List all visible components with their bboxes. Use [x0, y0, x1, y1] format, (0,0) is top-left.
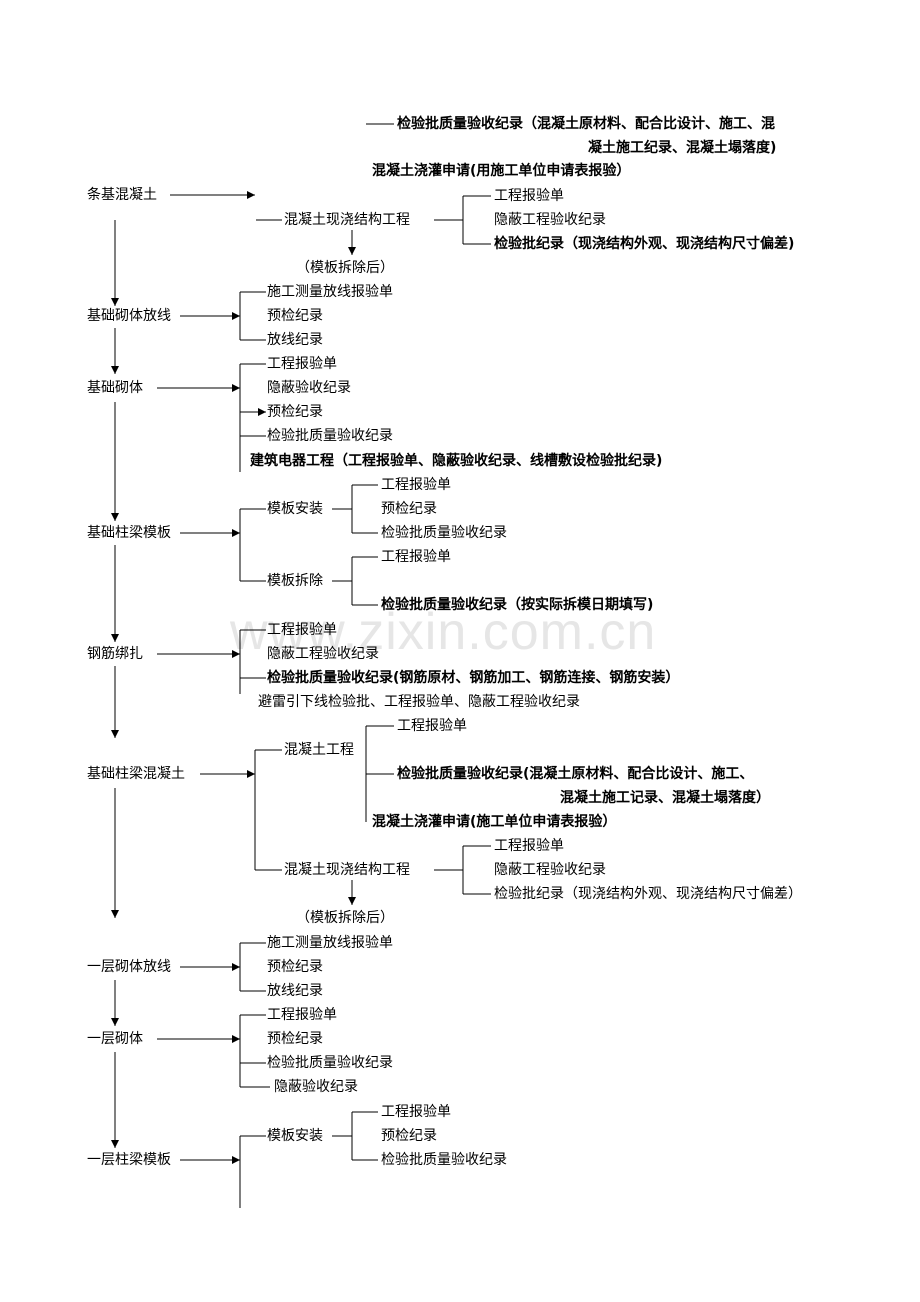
- label-a6: 隐蔽工程验收纪录: [494, 212, 606, 228]
- label-c1: 工程报验单: [267, 356, 337, 372]
- label-e4: 避雷引下线检验批、工程报验单、隐蔽工程验收纪录: [258, 694, 580, 710]
- stage-first-floor-masonry: 一层砌体: [87, 1031, 143, 1047]
- label-f3: 检验批质量验收纪录(混凝土原材料、配合比设计、施工、: [397, 766, 754, 782]
- label-h3: 检验批质量验收纪录: [267, 1055, 393, 1071]
- label-f6: 混凝土现浇结构工程: [284, 862, 410, 878]
- label-d2: 工程报验单: [381, 477, 451, 493]
- label-f7: 工程报验单: [494, 838, 564, 854]
- label-c2: 隐蔽验收纪录: [267, 380, 351, 396]
- label-d1: 模板安装: [267, 501, 323, 517]
- label-e2: 隐蔽工程验收纪录: [267, 646, 379, 662]
- label-d5: 模板拆除: [267, 573, 323, 589]
- label-d6: 工程报验单: [381, 549, 451, 565]
- label-f10: （模板拆除后）: [296, 910, 394, 926]
- label-f5: 混凝土浇灌申请(施工单位申请表报验）: [372, 814, 617, 830]
- label-h4: 隐蔽验收纪录: [274, 1079, 358, 1095]
- label-i3: 预检纪录: [381, 1128, 437, 1144]
- stage-rebar-binding: 钢筋绑扎: [87, 646, 143, 662]
- label-i2: 工程报验单: [381, 1104, 451, 1120]
- label-c5: 建筑电器工程（工程报验单、隐蔽验收纪录、线槽敷设检验批纪录): [250, 453, 663, 469]
- label-b2: 预检纪录: [267, 308, 323, 324]
- stage-strip-foundation-concrete: 条基混凝土: [87, 187, 157, 203]
- label-e1: 工程报验单: [267, 622, 337, 638]
- label-f4: 混凝土施工记录、混凝土塌落度）: [560, 790, 770, 806]
- watermark-text: www.zixin.com.cn: [230, 603, 657, 661]
- label-a7: 检验批纪录（现浇结构外观、现浇结构尺寸偏差): [494, 236, 795, 252]
- label-g1: 施工测量放线报验单: [267, 935, 393, 951]
- label-a2: 凝土施工纪录、混凝土塌落度): [588, 140, 777, 156]
- label-c3: 预检纪录: [267, 404, 323, 420]
- label-a8: （模板拆除后）: [296, 260, 394, 276]
- label-c4: 检验批质量验收纪录: [267, 428, 393, 444]
- stage-foundation-masonry: 基础砌体: [87, 380, 143, 396]
- label-b1: 施工测量放线报验单: [267, 284, 393, 300]
- label-f9: 检验批纪录（现浇结构外观、现浇结构尺寸偏差）: [494, 886, 802, 902]
- label-b3: 放线纪录: [267, 332, 323, 348]
- stage-foundation-column-beam-formwork: 基础柱梁模板: [87, 525, 171, 541]
- label-i1: 模板安装: [267, 1128, 323, 1144]
- stage-first-floor-masonry-layout: 一层砌体放线: [87, 959, 171, 975]
- label-a3: 混凝土浇灌申请(用施工单位申请表报验）: [372, 163, 631, 179]
- stage-first-floor-column-beam-formwork: 一层柱梁模板: [87, 1152, 171, 1168]
- label-d3: 预检纪录: [381, 501, 437, 517]
- label-h1: 工程报验单: [267, 1007, 337, 1023]
- label-d7: 检验批质量验收纪录（按实际拆模日期填写): [381, 597, 654, 613]
- label-a4: 混凝土现浇结构工程: [284, 212, 410, 228]
- stage-foundation-masonry-layout: 基础砌体放线: [87, 308, 171, 324]
- label-e3: 检验批质量验收纪录(钢筋原材、钢筋加工、钢筋连接、钢筋安装）: [267, 670, 680, 686]
- label-a5: 工程报验单: [494, 188, 564, 204]
- stage-foundation-column-beam-concrete: 基础柱梁混凝土: [87, 766, 185, 782]
- label-d4: 检验批质量验收纪录: [381, 525, 507, 541]
- label-f1: 混凝土工程: [284, 742, 354, 758]
- label-h2: 预检纪录: [267, 1031, 323, 1047]
- label-i4: 检验批质量验收纪录: [381, 1152, 507, 1168]
- label-g3: 放线纪录: [267, 983, 323, 999]
- label-f8: 隐蔽工程验收纪录: [494, 862, 606, 878]
- label-f2: 工程报验单: [397, 718, 467, 734]
- label-a1: 检验批质量验收纪录（混凝土原材料、配合比设计、施工、混: [397, 116, 775, 132]
- label-g2: 预检纪录: [267, 959, 323, 975]
